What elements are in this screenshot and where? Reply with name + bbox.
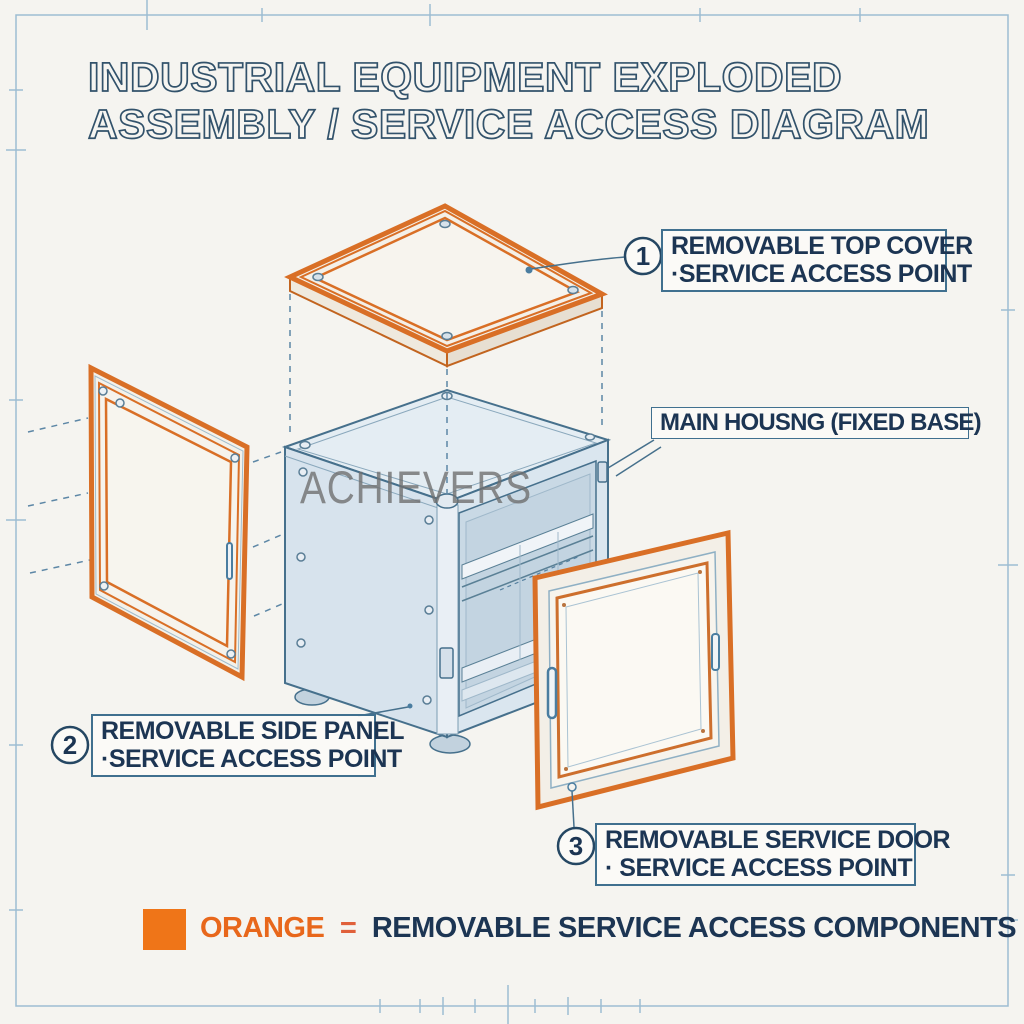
side-panel-drawing xyxy=(88,363,283,682)
top-cover-alignment-dashes xyxy=(289,294,603,494)
service-door-corner-dots xyxy=(562,570,705,771)
legend: ORANGE = REMOVABLE SERVICE ACCESS COMPON… xyxy=(143,906,1017,950)
diagram-title-line1: INDUSTRIAL EQUIPMENT EXPLODED xyxy=(87,53,843,101)
svg-text:3: 3 xyxy=(569,831,583,861)
top-cover-leader-dot xyxy=(525,266,533,274)
callout-3-circle: 3 xyxy=(556,826,596,866)
callout-service-door-line2: · SERVICE ACCESS POINT xyxy=(605,854,913,882)
top-cover-screws xyxy=(312,219,579,341)
top-cover-drawing xyxy=(284,203,608,494)
callout-service-door-line1: REMOVABLE SERVICE DOOR xyxy=(605,826,951,854)
blueprint-border-frame xyxy=(6,0,1018,1024)
legend-equals: = xyxy=(339,911,357,944)
legend-orange-swatch xyxy=(143,909,186,950)
svg-text:1: 1 xyxy=(636,241,650,271)
legend-term: ORANGE xyxy=(200,911,325,944)
side-panel-leader-dot xyxy=(407,703,413,709)
service-door-slot xyxy=(711,633,720,671)
callout-side-panel-line1: REMOVABLE SIDE PANEL xyxy=(101,717,405,745)
service-door-handle xyxy=(546,666,558,720)
legend-text: ORANGE = REMOVABLE SERVICE ACCESS COMPON… xyxy=(200,911,1017,945)
callout-2-circle: 2 xyxy=(50,725,90,765)
diagram-title-line2: ASSEMBLY / SERVICE ACCESS DIAGRAM xyxy=(87,100,930,148)
alignment-dashes-left xyxy=(27,417,91,574)
callout-main-housing-text: MAIN HOUSNG (FIXED BASE) xyxy=(660,409,982,436)
callout-top-cover-line2: ·SERVICE ACCESS POINT xyxy=(671,260,972,288)
callout-side-panel-label: REMOVABLE SIDE PANEL ·SERVICE ACCESS POI… xyxy=(91,714,405,777)
callout-service-door-label: REMOVABLE SERVICE DOOR · SERVICE ACCESS … xyxy=(595,823,951,886)
callout-top-cover-label: REMOVABLE TOP COVER ·SERVICE ACCESS POIN… xyxy=(661,229,973,292)
side-panel-handle xyxy=(226,542,233,580)
legend-description: REMOVABLE SERVICE ACCESS COMPONENTS xyxy=(371,911,1017,944)
side-panel-screws xyxy=(98,386,240,659)
watermark-text: ACHIEVERS xyxy=(300,462,532,513)
diagram-title: INDUSTRIAL EQUIPMENT EXPLODED ASSEMBLY /… xyxy=(87,53,930,148)
svg-text:2: 2 xyxy=(63,730,77,760)
callout-1-circle: 1 xyxy=(623,236,663,276)
side-panel-alignment-dashes xyxy=(252,451,283,617)
callout-side-panel-line2: ·SERVICE ACCESS POINT xyxy=(101,745,402,773)
service-door-leader-dot xyxy=(567,782,577,792)
callout-top-cover-line1: REMOVABLE TOP COVER xyxy=(671,232,973,260)
service-door-drawing xyxy=(532,529,736,811)
housing-screws xyxy=(296,391,596,705)
callout-main-housing-label: MAIN HOUSNG (FIXED BASE) xyxy=(651,407,982,439)
